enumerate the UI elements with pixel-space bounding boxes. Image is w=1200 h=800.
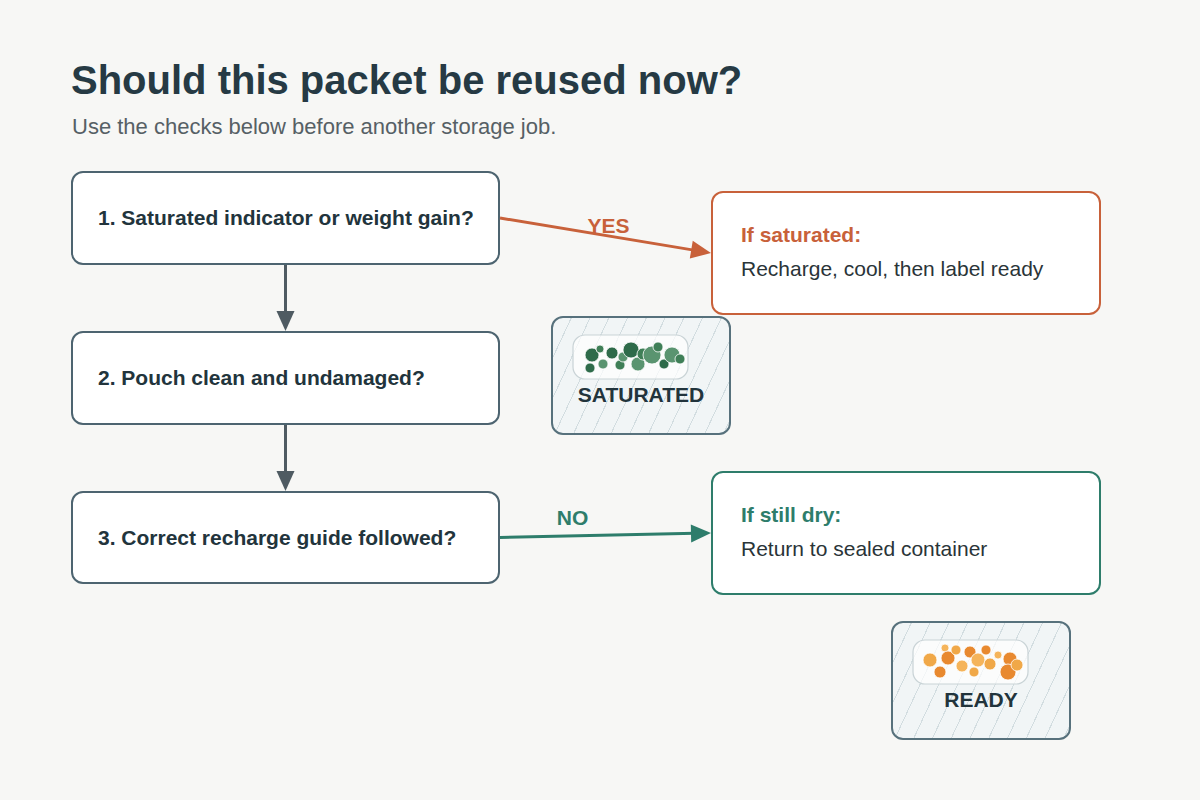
connector-line <box>284 425 287 475</box>
edge-label: YES <box>587 214 629 238</box>
packet-pouch <box>913 640 1028 684</box>
decision-box: 3. Correct recharge guide followed? <box>71 491 500 584</box>
packet-tile: SATURATED <box>551 316 731 435</box>
node-label: SATURATED <box>578 383 704 407</box>
node-label: If still dry: <box>741 503 1099 527</box>
result-box: If saturated: Recharge, cool, then label … <box>711 191 1101 315</box>
flow-connector <box>277 265 295 331</box>
node-body: Recharge, cool, then label ready <box>741 257 1099 281</box>
packet-pouch <box>573 335 688 379</box>
diagram-title: Should this packet be reused now? <box>71 58 742 103</box>
connector-line <box>284 265 287 315</box>
arrow-head <box>277 311 295 331</box>
flow-connector <box>277 425 295 491</box>
packet-tile: READY <box>891 621 1071 740</box>
diagram-caption: Use the checks below before another stor… <box>72 114 556 140</box>
node-label: 2. Pouch clean and undamaged? <box>98 366 425 390</box>
arrow-head <box>691 524 711 542</box>
connector-line <box>500 533 695 537</box>
result-box: If still dry: Return to sealed container <box>711 471 1101 595</box>
decision-box: 2. Pouch clean and undamaged? <box>71 331 500 425</box>
node-label: 1. Saturated indicator or weight gain? <box>98 206 474 230</box>
saturated-packet <box>573 335 688 379</box>
arrow-head <box>690 241 711 259</box>
ready-packet <box>913 640 1028 684</box>
flow-connector <box>500 524 711 542</box>
node-label: READY <box>944 688 1018 712</box>
gel-beads <box>923 644 1023 680</box>
decision-box: 1. Saturated indicator or weight gain? <box>71 171 500 265</box>
node-body: Return to sealed container <box>741 537 1099 561</box>
gel-beads <box>585 342 685 373</box>
node-label: If saturated: <box>741 223 1099 247</box>
arrow-head <box>277 471 295 491</box>
edge-label: NO <box>557 506 589 530</box>
node-label: 3. Correct recharge guide followed? <box>98 526 456 550</box>
